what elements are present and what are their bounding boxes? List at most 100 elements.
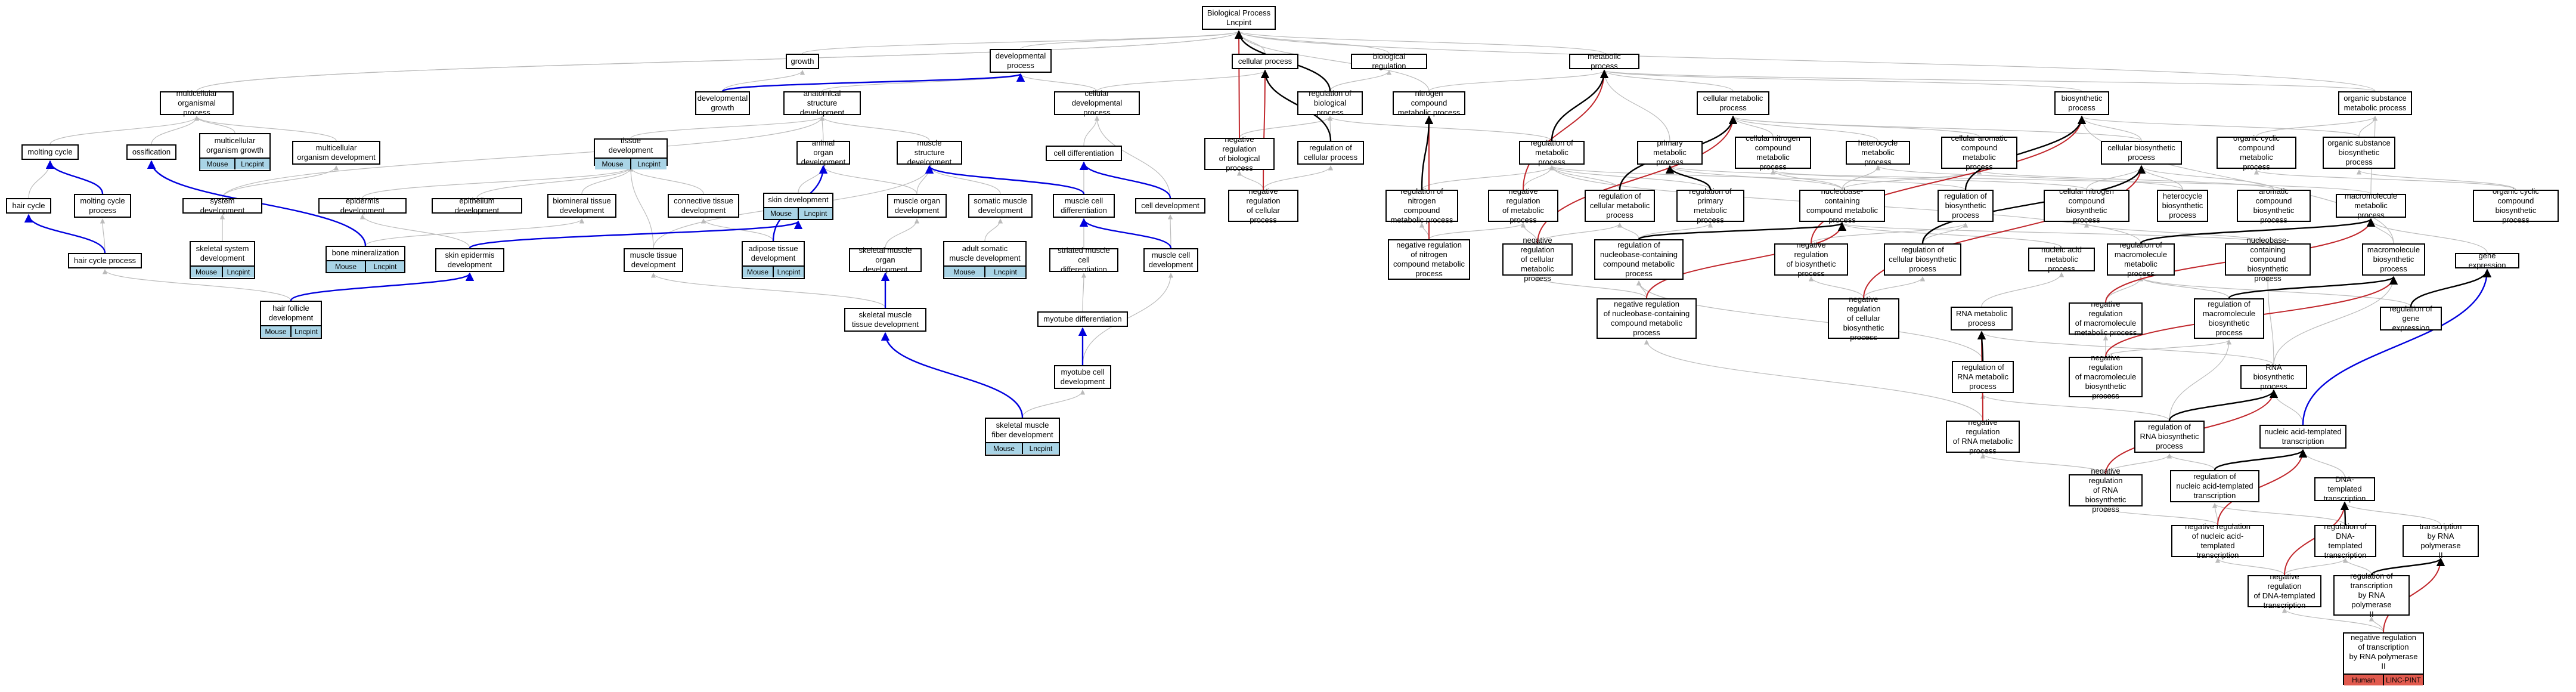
node-rna-biosynthetic-process[interactable]: RNA biosynthetic process xyxy=(2240,363,2307,391)
node-molting-cycle[interactable]: molting cycle xyxy=(21,144,79,160)
node-organic-substance-metabolic-process[interactable]: organic substance metabolic process xyxy=(2338,91,2412,115)
node-striated-muscle-cell-differentiation[interactable]: striated muscle cell differentiation xyxy=(1049,246,1118,274)
node-regulation-of-biological-process[interactable]: regulation of biological process xyxy=(1297,89,1363,117)
node-nucleic-acid-templated-transcription[interactable]: nucleic acid-templated transcription xyxy=(2259,425,2346,449)
node-cell-differentiation[interactable]: cell differentiation xyxy=(1046,146,1122,161)
node-biological-regulation[interactable]: biological regulation xyxy=(1351,52,1427,70)
node-transcription-by-rna-polymerase-ii[interactable]: transcription by RNA polymerase II xyxy=(2403,522,2479,560)
node-myotube-differentiation[interactable]: myotube differentiation xyxy=(1037,311,1128,327)
node-anatomical-structure-development[interactable]: anatomical structure development xyxy=(783,89,861,117)
node-regulation-of-transcription-by-rna-polymerase-ii[interactable]: regulation of transcription by RNA polym… xyxy=(2333,571,2410,619)
node-cellular-process[interactable]: cellular process xyxy=(1232,54,1298,69)
node-ossification[interactable]: ossification xyxy=(126,144,176,160)
node-myotube-cell-development[interactable]: myotube cell development xyxy=(1054,365,1111,389)
node-cellular-biosynthetic-process[interactable]: cellular biosynthetic process xyxy=(2101,141,2182,165)
node-negative-regulation-of-dna-templated-transcription[interactable]: negative regulation of DNA-templated tra… xyxy=(2248,572,2321,610)
node-negative-regulation-of-transcription-by-rna-polymerase-ii[interactable]: negative regulation of transcription by … xyxy=(2343,632,2424,685)
node-muscle-cell-development[interactable]: muscle cell development xyxy=(1143,248,1198,272)
node-gene-expression[interactable]: gene expression xyxy=(2455,251,2519,270)
node-somatic-muscle-development[interactable]: somatic muscle development xyxy=(968,194,1033,218)
node-cellular-nitrogen-compound-biosynthetic-process[interactable]: cellular nitrogen compound biosynthetic … xyxy=(2044,187,2129,224)
node-developmental-process[interactable]: developmental process xyxy=(990,49,1052,73)
node-muscle-organ-development[interactable]: muscle organ development xyxy=(887,194,947,218)
node-negative-regulation-of-cellular-process[interactable]: negative regulation of cellular process xyxy=(1228,187,1298,224)
node-regulation-of-rna-metabolic-process[interactable]: regulation of RNA metabolic process xyxy=(1952,361,2014,393)
node-negative-regulation-of-cellular-metabolic-process[interactable]: negative regulation of cellular metaboli… xyxy=(1502,236,1573,283)
node-heterocycle-metabolic-process[interactable]: heterocycle metabolic process xyxy=(1846,138,1910,166)
node-nitrogen-compound-metabolic-process[interactable]: nitrogen compound metabolic process xyxy=(1393,89,1465,117)
node-negative-regulation-of-nucleic-acid-templated-transcription[interactable]: negative regulation of nucleic acid-temp… xyxy=(2171,522,2264,560)
node-connective-tissue-development[interactable]: connective tissue development xyxy=(668,194,739,218)
node-cell-development[interactable]: cell development xyxy=(1135,198,1205,214)
node-skeletal-muscle-tissue-development[interactable]: skeletal muscle tissue development xyxy=(844,308,926,332)
node-regulation-of-nitrogen-compound-metabolic-process[interactable]: regulation of nitrogen compound metaboli… xyxy=(1385,187,1458,224)
node-regulation-of-macromolecule-biosynthetic-process[interactable]: regulation of macromolecule biosynthetic… xyxy=(2194,298,2264,339)
node-negative-regulation-of-nitrogen-compound-metabolic-process[interactable]: negative regulation of nitrogen compound… xyxy=(1388,239,1470,280)
node-primary-metabolic-process[interactable]: primary metabolic process xyxy=(1637,138,1703,166)
node-animal-organ-development[interactable]: animal organ development xyxy=(796,138,850,166)
node-negative-regulation-of-rna-biosynthetic-process[interactable]: negative regulation of RNA biosynthetic … xyxy=(2069,467,2143,514)
node-biological-process[interactable]: Biological Process Lncpint xyxy=(1202,6,1276,30)
node-regulation-of-primary-metabolic-process[interactable]: regulation of primary metabolic process xyxy=(1676,187,1744,224)
node-regulation-of-nucleobase-containing-compound-metabolic-process[interactable]: regulation of nucleobase-containing comp… xyxy=(1594,239,1684,280)
node-negative-regulation-of-biological-process[interactable]: negative regulation of biological proces… xyxy=(1204,135,1275,172)
node-regulation-of-dna-templated-transcription[interactable]: regulation of DNA-templated transcriptio… xyxy=(2314,522,2376,560)
node-biosynthetic-process[interactable]: biosynthetic process xyxy=(2054,91,2109,115)
node-cellular-aromatic-compound-metabolic-process[interactable]: cellular aromatic compound metabolic pro… xyxy=(1941,134,2017,171)
node-negative-regulation-of-metabolic-process[interactable]: negative regulation of metabolic process xyxy=(1488,187,1558,224)
node-multicellular-organismal-process[interactable]: multicellular organismal process xyxy=(160,89,234,117)
node-negative-regulation-of-rna-metabolic-process[interactable]: negative regulation of RNA metabolic pro… xyxy=(1946,418,2020,455)
node-regulation-of-gene-expression[interactable]: regulation of gene expression xyxy=(2380,304,2442,332)
node-negative-regulation-of-cellular-biosynthetic-process[interactable]: negative regulation of cellular biosynth… xyxy=(1828,295,1899,342)
node-biomineral-tissue-development[interactable]: biomineral tissue development xyxy=(547,194,616,218)
node-muscle-structure-development[interactable]: muscle structure development xyxy=(897,138,962,166)
node-organic-substance-biosynthetic-process[interactable]: organic substance biosynthetic process xyxy=(2323,137,2395,169)
node-organic-cyclic-compound-biosynthetic-process[interactable]: organic cyclic compound biosynthetic pro… xyxy=(2473,187,2559,224)
node-heterocycle-biosynthetic-process[interactable]: heterocycle biosynthetic process xyxy=(2157,190,2208,222)
node-regulation-of-macromolecule-metabolic-process[interactable]: regulation of macromolecule metabolic pr… xyxy=(2107,240,2175,278)
node-developmental-growth[interactable]: developmental growth xyxy=(695,91,750,115)
node-epidermis-development[interactable]: epidermis development xyxy=(318,196,407,215)
node-multicellular-organism-development[interactable]: multicellular organism development xyxy=(292,141,380,165)
node-cellular-metabolic-process[interactable]: cellular metabolic process xyxy=(1697,91,1769,115)
node-epithelium-development[interactable]: epithelium development xyxy=(432,196,522,215)
node-negative-regulation-of-macromolecule-biosynthetic-process[interactable]: negative regulation of macromolecule bio… xyxy=(2069,353,2143,400)
node-cellular-developmental-process[interactable]: cellular developmental process xyxy=(1054,89,1140,117)
node-nucleic-acid-metabolic-process[interactable]: nucleic acid metabolic process xyxy=(2028,245,2095,273)
node-metabolic-process[interactable]: metabolic process xyxy=(1569,52,1639,70)
node-system-development[interactable]: system development xyxy=(182,196,262,215)
node-muscle-cell-differentiation[interactable]: muscle cell differentiation xyxy=(1053,194,1115,218)
node-muscle-tissue-development[interactable]: muscle tissue development xyxy=(624,248,683,272)
node-regulation-of-biosynthetic-process[interactable]: regulation of biosynthetic process xyxy=(1938,190,1994,222)
node-negative-regulation-of-macromolecule-metabolic-process[interactable]: negative regulation of macromolecule met… xyxy=(2069,299,2143,337)
node-negative-regulation-of-nucleobase-containing-compound-metabolic-process[interactable]: negative regulation of nucleobase-contai… xyxy=(1597,298,1697,339)
node-regulation-of-cellular-metabolic-process[interactable]: regulation of cellular metabolic process xyxy=(1585,190,1655,222)
node-regulation-of-metabolic-process[interactable]: regulation of metabolic process xyxy=(1519,138,1585,166)
node-nucleobase-containing-compound-biosynthetic-process[interactable]: nucleobase-containing compound biosynthe… xyxy=(2225,236,2311,283)
node-regulation-of-cellular-process[interactable]: regulation of cellular process xyxy=(1297,141,1364,165)
node-skin-epidermis-development[interactable]: skin epidermis development xyxy=(435,248,504,272)
node-cellular-nitrogen-compound-metabolic-process[interactable]: cellular nitrogen compound metabolic pro… xyxy=(1735,134,1811,171)
node-nucleobase-containing-compound-metabolic-process[interactable]: nucleobase-containing compound metabolic… xyxy=(1799,187,1885,224)
node-macromolecule-biosynthetic-process[interactable]: macromolecule biosynthetic process xyxy=(2362,243,2425,276)
node-molting-cycle-process[interactable]: molting cycle process xyxy=(74,194,131,218)
node-hair-cycle-process[interactable]: hair cycle process xyxy=(68,253,142,268)
node-aromatic-compound-biosynthetic-process[interactable]: aromatic compound biosynthetic process xyxy=(2237,187,2311,224)
node-negative-regulation-of-biosynthetic-process[interactable]: negative regulation of biosynthetic proc… xyxy=(1774,240,1848,278)
node-rna-metabolic-process[interactable]: RNA metabolic process xyxy=(1951,307,2013,330)
node-hair-cycle[interactable]: hair cycle xyxy=(6,198,51,214)
node-regulation-of-cellular-biosynthetic-process[interactable]: regulation of cellular biosynthetic proc… xyxy=(1884,243,1961,276)
node-regulation-of-rna-biosynthetic-process[interactable]: regulation of RNA biosynthetic process xyxy=(2134,421,2205,453)
node-macromolecule-metabolic-process[interactable]: macromolecule metabolic process xyxy=(2336,191,2406,220)
node-skeletal-muscle-organ-development[interactable]: skeletal muscle organ development xyxy=(849,246,922,274)
node-regulation-of-nucleic-acid-templated-transcription[interactable]: regulation of nucleic acid-templated tra… xyxy=(2170,470,2259,502)
